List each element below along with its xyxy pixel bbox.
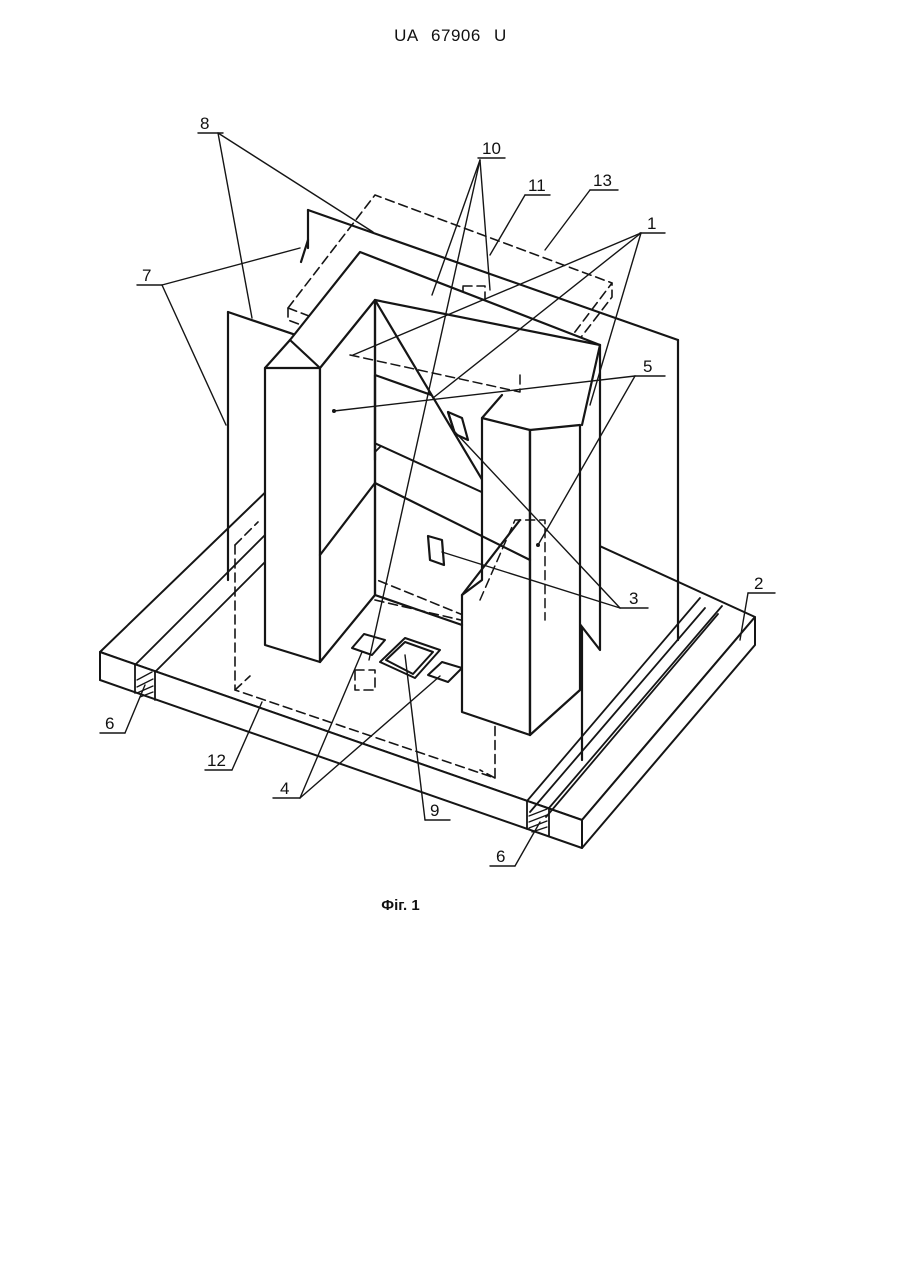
- label-8: 8: [200, 114, 209, 133]
- label-13: 13: [593, 171, 612, 190]
- label-7: 7: [142, 266, 151, 285]
- label-4: 4: [280, 779, 289, 798]
- label-6-left: 6: [105, 714, 114, 733]
- label-9: 9: [430, 801, 439, 820]
- label-3: 3: [629, 589, 638, 608]
- figure-caption: Фіг. 1: [0, 897, 801, 914]
- label-2: 2: [754, 574, 763, 593]
- label-11: 11: [528, 176, 546, 195]
- base-plate: [100, 425, 755, 848]
- label-10: 10: [482, 139, 501, 158]
- label-1: 1: [647, 214, 656, 233]
- label-12: 12: [207, 751, 226, 770]
- label-6-right: 6: [496, 847, 505, 866]
- label-5: 5: [643, 357, 652, 376]
